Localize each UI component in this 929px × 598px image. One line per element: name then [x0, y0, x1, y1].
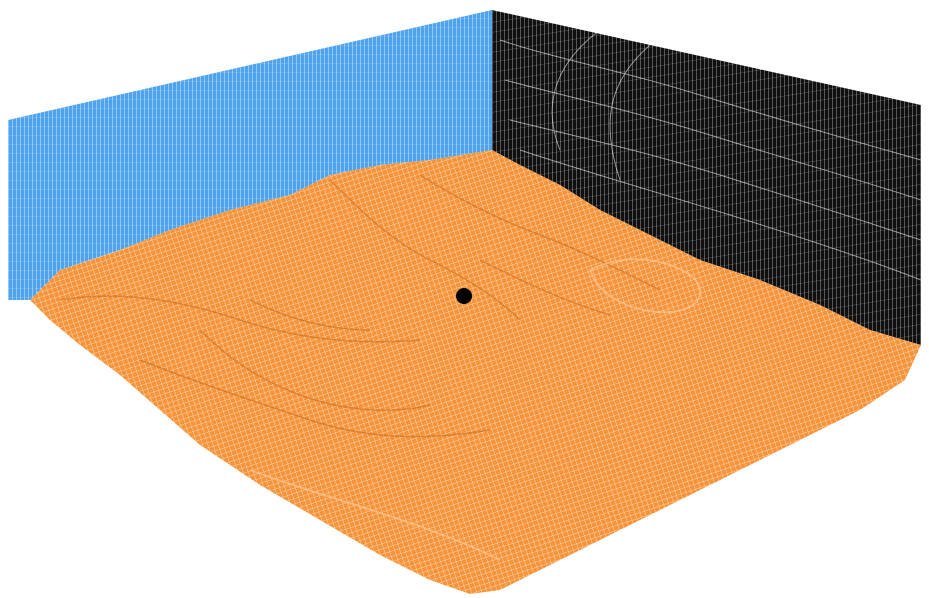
left-wall-mesh [8, 10, 492, 300]
terrain-point-marker [456, 288, 472, 304]
terrain-mesh [30, 150, 921, 594]
right-wall-mesh [492, 10, 922, 345]
